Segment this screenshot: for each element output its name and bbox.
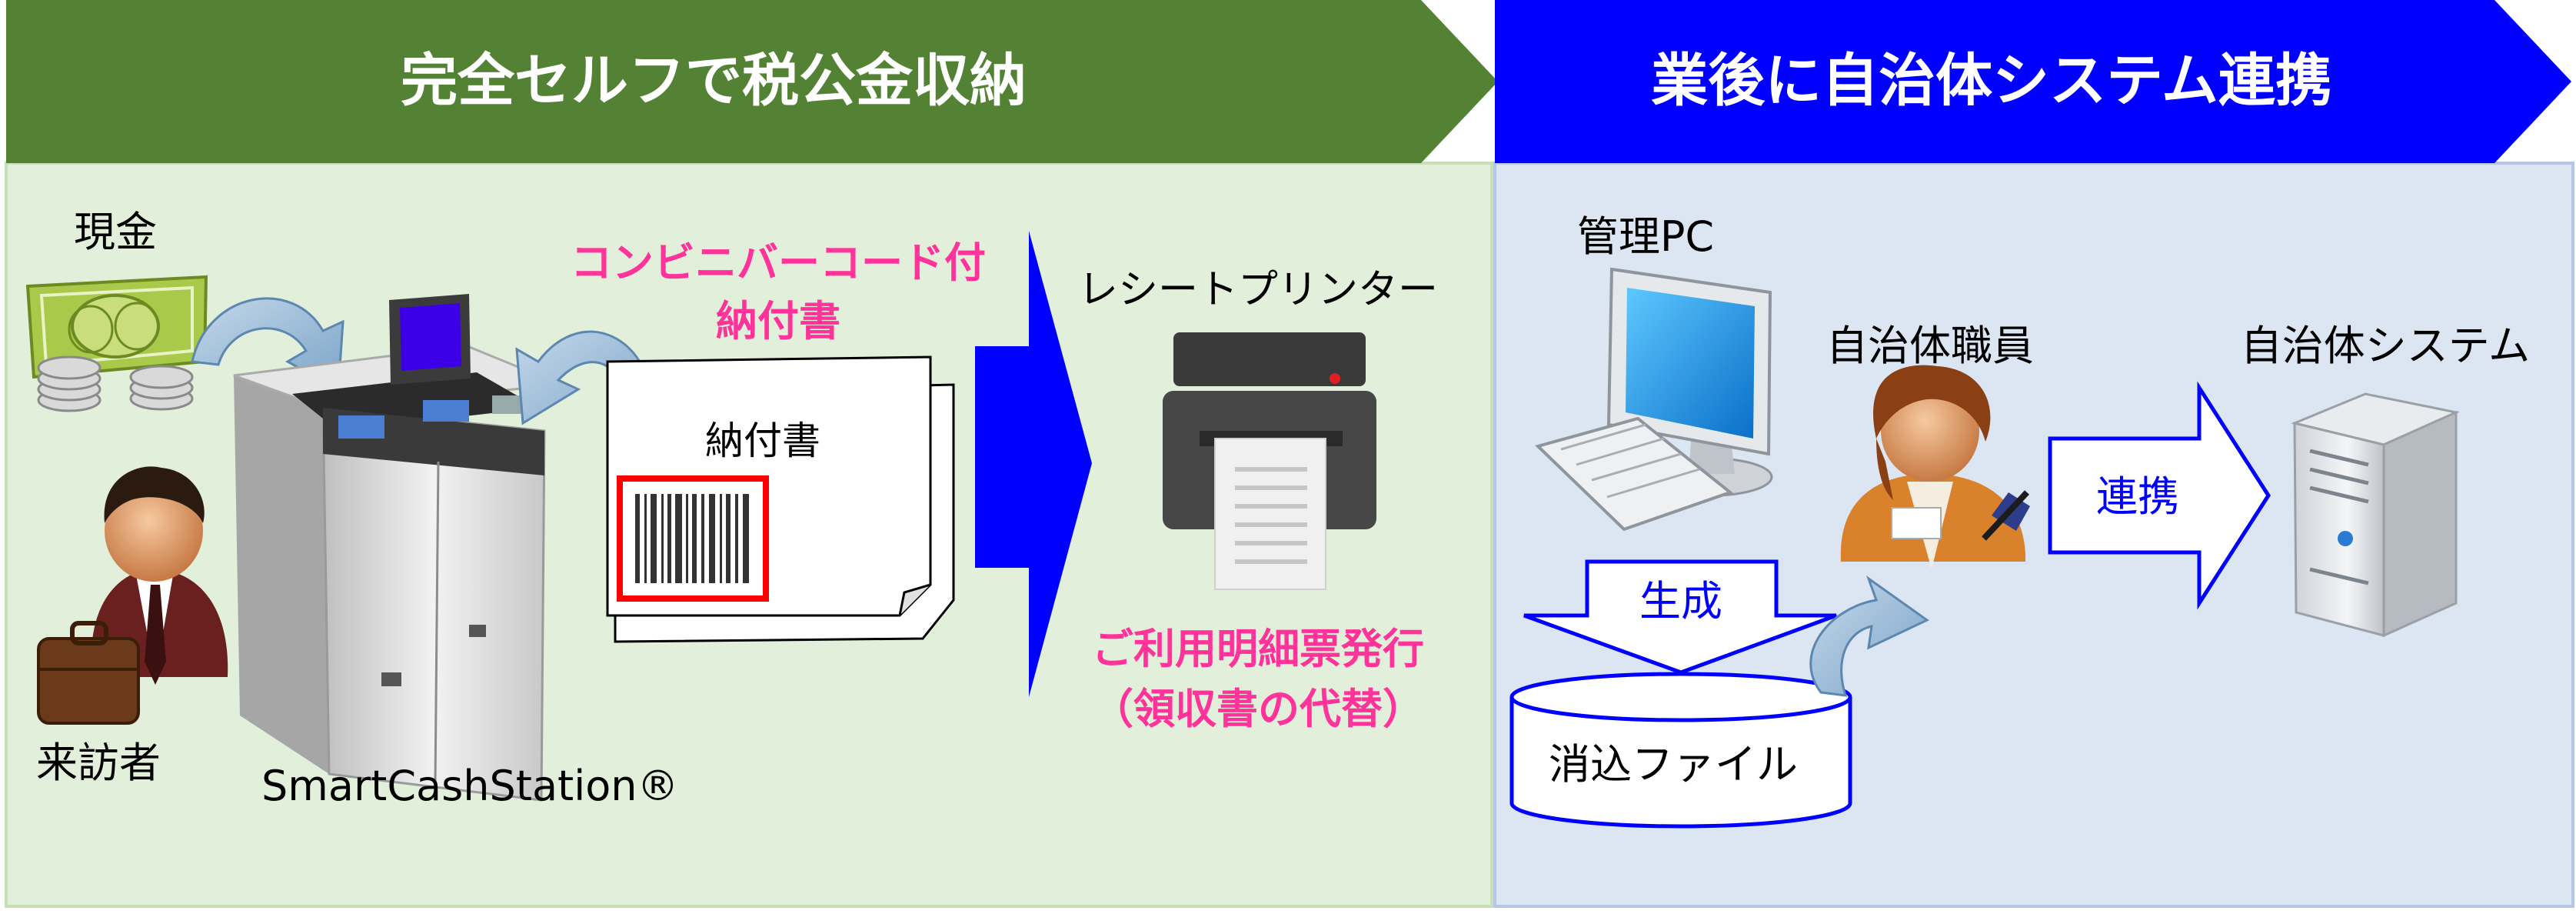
- left-header-title: 完全セルフで税公金収納: [401, 48, 1027, 114]
- invoice-title-line1: コンビニバーコード付: [571, 239, 986, 287]
- machine-label: SmartCashStation®: [261, 762, 678, 810]
- generate-arrow: [1523, 559, 1837, 675]
- visitor-label: 来訪者: [36, 739, 161, 787]
- link-arrow: [2048, 381, 2271, 610]
- to-printer-arrow: [975, 231, 1092, 697]
- management-pc-icon: [1535, 267, 1773, 532]
- file-label: 消込ファイル: [1549, 740, 1798, 789]
- receipt-issue-line2: （領収書の代替）: [1092, 685, 1424, 733]
- cash-label: 現金: [74, 208, 157, 256]
- invoice-title-line2: 納付書: [716, 297, 840, 345]
- generate-label: 生成: [1639, 577, 1722, 625]
- server-icon: [2291, 392, 2460, 638]
- right-header-title: 業後に自治体システム連携: [1651, 48, 2332, 114]
- link-label: 連携: [2096, 472, 2179, 521]
- left-header-arrow: [6, 0, 1498, 163]
- file-to-staff-arrow: [1809, 575, 1929, 697]
- invoice-document-label: 納付書: [705, 419, 820, 463]
- barcode-icon: [617, 475, 769, 602]
- system-label: 自治体システム: [2241, 322, 2530, 370]
- printer-label: レシートプリンター: [1078, 267, 1438, 313]
- visitor-icon: [37, 466, 228, 725]
- smart-cash-station-machine: [233, 294, 562, 802]
- municipal-staff-icon: [1840, 365, 2030, 569]
- reconciliation-file-icon: [1509, 672, 1852, 829]
- pc-label: 管理PC: [1577, 212, 1714, 261]
- staff-label: 自治体職員: [1826, 322, 2034, 370]
- receipt-printer-icon: [1163, 332, 1376, 590]
- right-header-arrow: [1495, 0, 2571, 163]
- receipt-issue-line1: ご利用明細票発行: [1092, 625, 1424, 673]
